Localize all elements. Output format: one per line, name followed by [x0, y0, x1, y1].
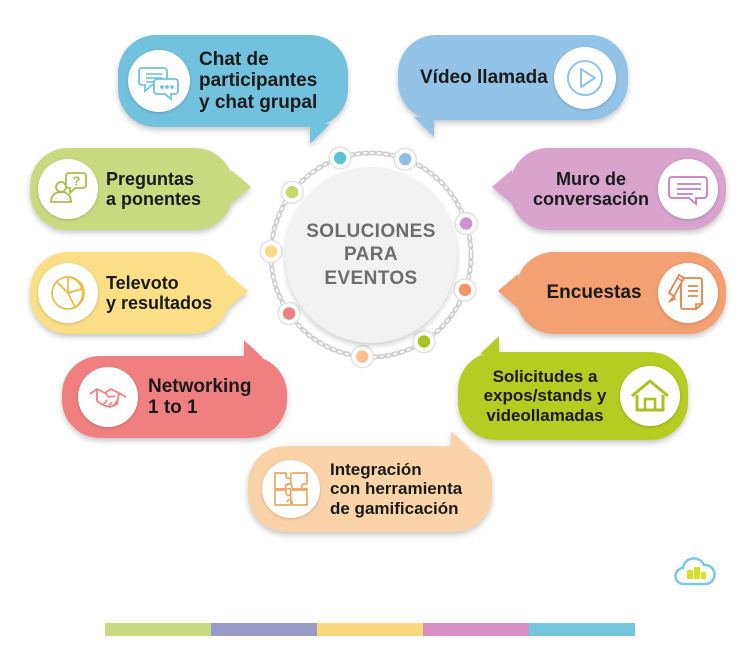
cloud-logo: [670, 551, 722, 598]
bubble-label: Networking 1 to 1: [148, 375, 252, 418]
bubble-tail: [451, 431, 470, 448]
colorbar-segment: [529, 623, 635, 636]
bubble-tail: [480, 336, 499, 354]
hub-title-line-2: PARA: [343, 244, 399, 266]
colorbar-segment: [211, 623, 317, 636]
puzzle-pieces-icon: [262, 460, 320, 518]
pie-chart-icon: [38, 263, 98, 323]
speech-bubble-icon: [658, 159, 718, 219]
bubble-tail: [498, 274, 518, 308]
hub-title-line-3: EVENTOS: [324, 267, 418, 289]
bubble-tail: [492, 170, 512, 204]
bubble-preguntas-ponentes[interactable]: ? Preguntas a ponentes: [30, 148, 251, 230]
bubble-encuestas[interactable]: Encuestas: [498, 252, 726, 334]
bubble-label: Televoto y resultados: [106, 272, 213, 313]
hub-connector-dots: [259, 146, 478, 369]
dot-integracion: [356, 350, 369, 363]
bubble-tail: [310, 124, 330, 144]
bubble-tail: [414, 117, 434, 137]
bubble-chat-participantes[interactable]: Chat de participantes y chat grupal: [118, 35, 348, 144]
bubble-tail: [244, 340, 263, 358]
play-circle-icon: [554, 46, 616, 109]
bubble-televoto-resultados[interactable]: Televoto y resultados: [30, 252, 248, 334]
bubble-label: Solicitudes a expos/stands y videollamad…: [483, 367, 607, 425]
dot-networking: [282, 307, 296, 320]
person-question-icon: ?: [38, 159, 98, 219]
bubble-tail: [228, 274, 248, 308]
bubble-label: Encuestas: [546, 282, 642, 304]
bubble-muro-conversacion[interactable]: Muro de conversación: [492, 148, 726, 230]
dot-chat: [333, 151, 347, 165]
bubble-label: Integración con herramienta de gamificac…: [330, 460, 463, 518]
house-icon: [620, 366, 680, 426]
survey-document-pencil-icon: [658, 263, 718, 323]
colorbar-segment: [317, 623, 423, 636]
colorbar-segment: [105, 623, 211, 636]
hub-title-line-1: SOLUCIONES: [306, 221, 436, 243]
bottom-color-bar: [105, 623, 635, 636]
dot-video: [399, 152, 412, 166]
bubble-label: Muro de conversación: [532, 168, 650, 209]
bubble-integracion-gamificacion[interactable]: Integración con herramienta de gamificac…: [248, 431, 492, 532]
handshake-icon: [78, 367, 138, 427]
dot-televoto: [264, 245, 278, 258]
chat-bubbles-icon: [128, 50, 190, 112]
bubble-label: Vídeo llamada: [420, 66, 548, 88]
colorbar-segment: [423, 623, 529, 636]
bubble-tail: [231, 170, 251, 204]
dot-preguntas: [285, 186, 299, 199]
bubble-solicitudes-expos[interactable]: Solicitudes a expos/stands y videollamad…: [458, 336, 688, 440]
bubble-label: Chat de participantes y chat grupal: [199, 49, 318, 113]
center-hub: SOLUCIONES PARA EVENTOS: [256, 140, 486, 370]
svg-text:?: ?: [73, 174, 81, 189]
hub-center-circle: SOLUCIONES PARA EVENTOS: [285, 167, 457, 343]
dot-solicitudes: [417, 335, 431, 348]
dot-encuestas: [458, 283, 472, 297]
bubble-video-llamada[interactable]: Vídeo llamada: [398, 35, 628, 137]
bubble-label: Preguntas a ponentes: [106, 168, 202, 209]
bubble-networking-1to1[interactable]: Networking 1 to 1: [62, 340, 287, 438]
dot-muro: [459, 217, 473, 230]
